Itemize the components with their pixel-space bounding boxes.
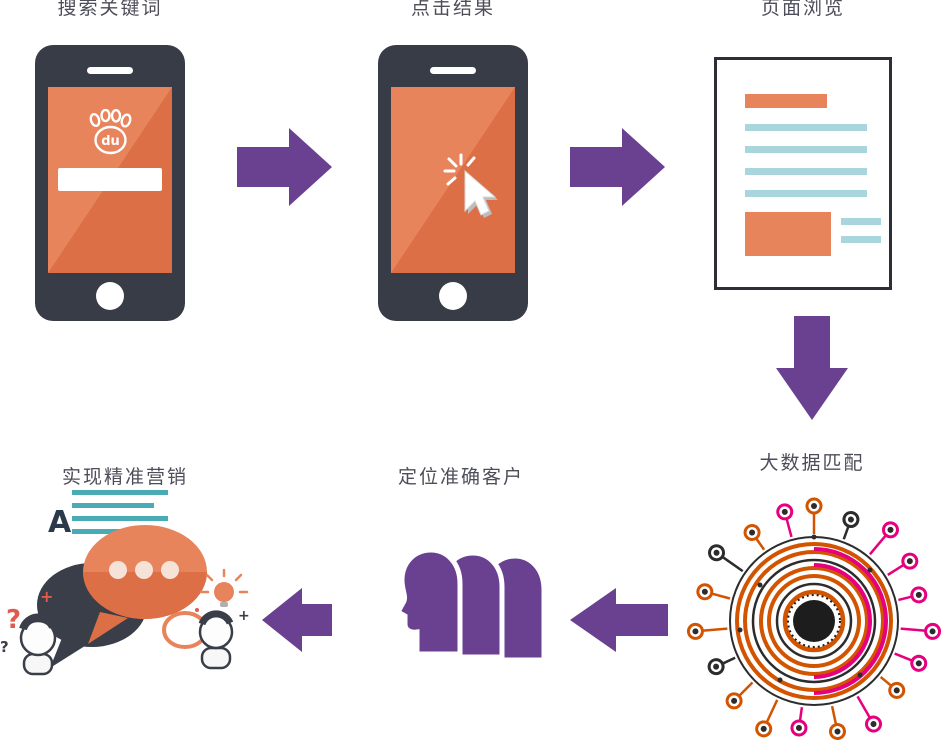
dark-bubble-tail bbox=[50, 638, 88, 668]
webpage-illustration bbox=[714, 57, 892, 290]
plus-mark-small: + bbox=[238, 608, 250, 624]
page-title-bar bbox=[745, 94, 827, 108]
letter-a: A bbox=[48, 505, 72, 540]
network-rings bbox=[729, 536, 899, 706]
plus-mark: + bbox=[40, 587, 53, 606]
search-phone-illustration: du bbox=[35, 45, 185, 321]
page-text-line bbox=[745, 168, 867, 175]
phone-speaker bbox=[87, 67, 133, 74]
phone-screen: du bbox=[48, 87, 172, 273]
page-text-line-short bbox=[841, 218, 881, 225]
network-center-dotted-ring bbox=[787, 594, 841, 648]
step4-label: 大数据匹配 bbox=[759, 452, 865, 474]
step6-label: 实现精准营销 bbox=[61, 466, 188, 488]
marketing-illustration: A ? ? + bbox=[0, 490, 250, 676]
lightbulb-icon bbox=[199, 568, 249, 607]
phone-home-button bbox=[96, 282, 124, 310]
baidu-logo-icon: du bbox=[89, 109, 132, 155]
page-image-block bbox=[745, 212, 831, 256]
arrow-right-icon bbox=[570, 128, 665, 206]
question-mark-small: ? bbox=[0, 638, 9, 656]
orange-speech-bubble bbox=[83, 525, 207, 644]
click-phone-illustration bbox=[378, 45, 528, 321]
question-mark: ? bbox=[6, 605, 21, 635]
page-text-line bbox=[745, 124, 867, 131]
search-input-illustration bbox=[58, 168, 162, 191]
page-text-line-short bbox=[841, 236, 881, 243]
click-cursor-icon bbox=[443, 153, 498, 218]
idea-person: + bbox=[195, 568, 250, 670]
network-dots bbox=[737, 534, 873, 683]
dot-accent bbox=[195, 608, 199, 612]
text-lines bbox=[72, 490, 168, 534]
network-spokes bbox=[686, 497, 942, 741]
arrow-right-icon bbox=[237, 128, 332, 206]
asking-person: ? ? + bbox=[0, 587, 57, 676]
phone-screen bbox=[391, 87, 515, 273]
baidu-logo-text: du bbox=[101, 134, 120, 149]
step2-label: 点击结果 bbox=[410, 0, 495, 19]
page-text-line bbox=[745, 190, 867, 197]
phone-speaker bbox=[430, 67, 476, 74]
step1-label: 搜索关键词 bbox=[57, 0, 163, 19]
phone-home-button bbox=[439, 282, 467, 310]
step5-label: 定位准确客户 bbox=[397, 466, 524, 488]
customers-illustration bbox=[398, 550, 558, 662]
step3-label: 页面浏览 bbox=[760, 0, 845, 19]
network-center bbox=[793, 600, 835, 642]
arrow-down-icon bbox=[776, 316, 848, 420]
arrow-left-icon bbox=[262, 588, 332, 652]
arrow-left-icon bbox=[570, 588, 668, 652]
page-text-line bbox=[745, 146, 867, 153]
big-data-network-illustration bbox=[686, 497, 942, 741]
